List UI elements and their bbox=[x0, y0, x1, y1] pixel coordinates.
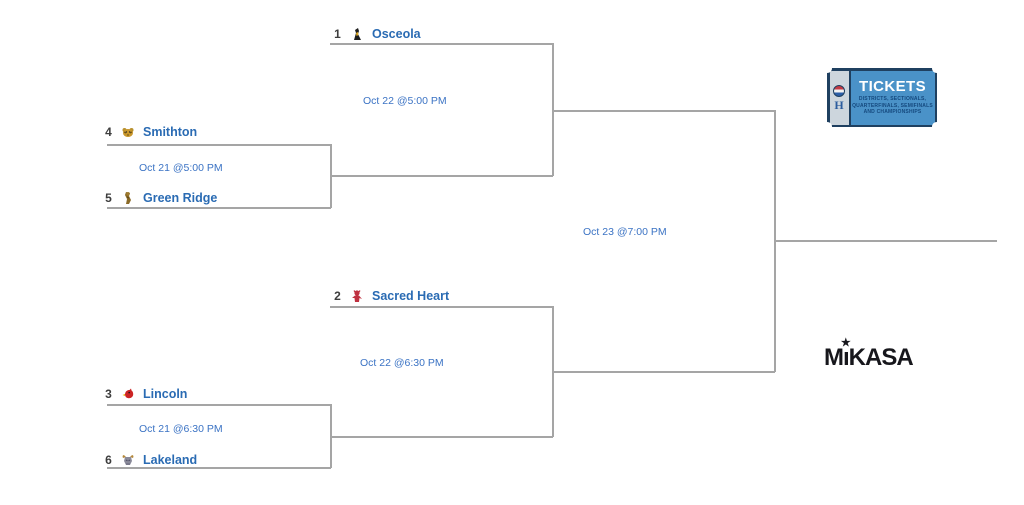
bracket-line bbox=[330, 436, 553, 438]
bracket-line-champion bbox=[774, 240, 997, 242]
bracket-line bbox=[107, 207, 331, 209]
association-logo-icon bbox=[833, 84, 845, 97]
bracket-line bbox=[330, 144, 332, 208]
team-row-green-ridge[interactable]: 5 Green Ridge bbox=[104, 189, 217, 207]
bracket-line bbox=[552, 43, 554, 176]
tickets-title: TICKETS bbox=[859, 78, 926, 96]
mikasa-i: ★ı bbox=[840, 337, 851, 371]
team-row-smithton[interactable]: 4 Smithton bbox=[104, 123, 197, 141]
lincoln-mascot-icon bbox=[120, 386, 136, 402]
bracket-line bbox=[107, 467, 331, 469]
smithton-mascot-icon bbox=[120, 124, 136, 140]
team-name-link[interactable]: Lincoln bbox=[143, 387, 188, 401]
hometown-ticketing-logo: H bbox=[834, 97, 844, 112]
game-datetime-qf2: Oct 21 @6:30 PM bbox=[139, 423, 223, 435]
seed-number: 6 bbox=[105, 453, 112, 467]
bracket-line bbox=[330, 43, 553, 45]
mikasa-letters: KASA bbox=[848, 344, 914, 371]
game-datetime-sf2: Oct 22 @6:30 PM bbox=[360, 357, 444, 369]
bracket-line bbox=[330, 175, 553, 177]
bracket-line bbox=[107, 404, 331, 406]
team-row-osceola[interactable]: 1 Osceola bbox=[333, 25, 421, 43]
team-name-link[interactable]: Green Ridge bbox=[143, 191, 218, 205]
team-row-sacred-heart[interactable]: 2 Sacred Heart bbox=[333, 287, 449, 305]
seed-number: 1 bbox=[334, 27, 341, 41]
seed-number: 3 bbox=[105, 387, 112, 401]
bracket-line bbox=[330, 404, 332, 468]
team-name-link[interactable]: Smithton bbox=[143, 125, 198, 139]
mikasa-letter: M bbox=[824, 344, 844, 371]
game-datetime-final: Oct 23 @7:00 PM bbox=[583, 226, 667, 238]
game-datetime-sf1: Oct 22 @5:00 PM bbox=[363, 95, 447, 107]
mikasa-sponsor-logo[interactable]: M ★ı KASA bbox=[824, 337, 914, 371]
ticket-notch bbox=[932, 122, 941, 131]
team-name-link[interactable]: Sacred Heart bbox=[372, 289, 450, 303]
sacred-heart-mascot-icon bbox=[349, 288, 365, 304]
osceola-mascot-icon bbox=[349, 26, 365, 42]
seed-number: 4 bbox=[105, 125, 112, 139]
ticket-stub: H bbox=[829, 70, 851, 125]
game-datetime-qf1: Oct 21 @5:00 PM bbox=[139, 162, 223, 174]
team-name-link[interactable]: Osceola bbox=[372, 27, 421, 41]
ticket-notch bbox=[823, 64, 832, 73]
lakeland-mascot-icon bbox=[120, 452, 136, 468]
bracket-line bbox=[330, 306, 553, 308]
ticket-main: TICKETS DISTRICTS, SECTIONALS, QUARTERFI… bbox=[850, 70, 935, 125]
team-name-link[interactable]: Lakeland bbox=[143, 453, 198, 467]
bracket-line bbox=[774, 110, 776, 372]
star-icon: ★ bbox=[840, 337, 851, 349]
tickets-badge-link[interactable]: H TICKETS DISTRICTS, SECTIONALS, QUARTER… bbox=[823, 64, 941, 131]
seed-number: 2 bbox=[334, 289, 341, 303]
seed-number: 5 bbox=[105, 191, 112, 205]
bracket-line bbox=[552, 110, 775, 112]
ticket-notch bbox=[823, 122, 832, 131]
team-row-lincoln[interactable]: 3 Lincoln bbox=[104, 385, 187, 403]
ticket-notch bbox=[932, 64, 941, 73]
bracket-line bbox=[552, 306, 554, 437]
team-row-lakeland[interactable]: 6 Lakeland bbox=[104, 451, 197, 469]
bracket-line bbox=[107, 144, 331, 146]
bracket-line bbox=[552, 371, 775, 373]
green-ridge-mascot-icon bbox=[120, 190, 136, 206]
tickets-subtitle: DISTRICTS, SECTIONALS, QUARTERFINALS, SE… bbox=[852, 96, 933, 116]
